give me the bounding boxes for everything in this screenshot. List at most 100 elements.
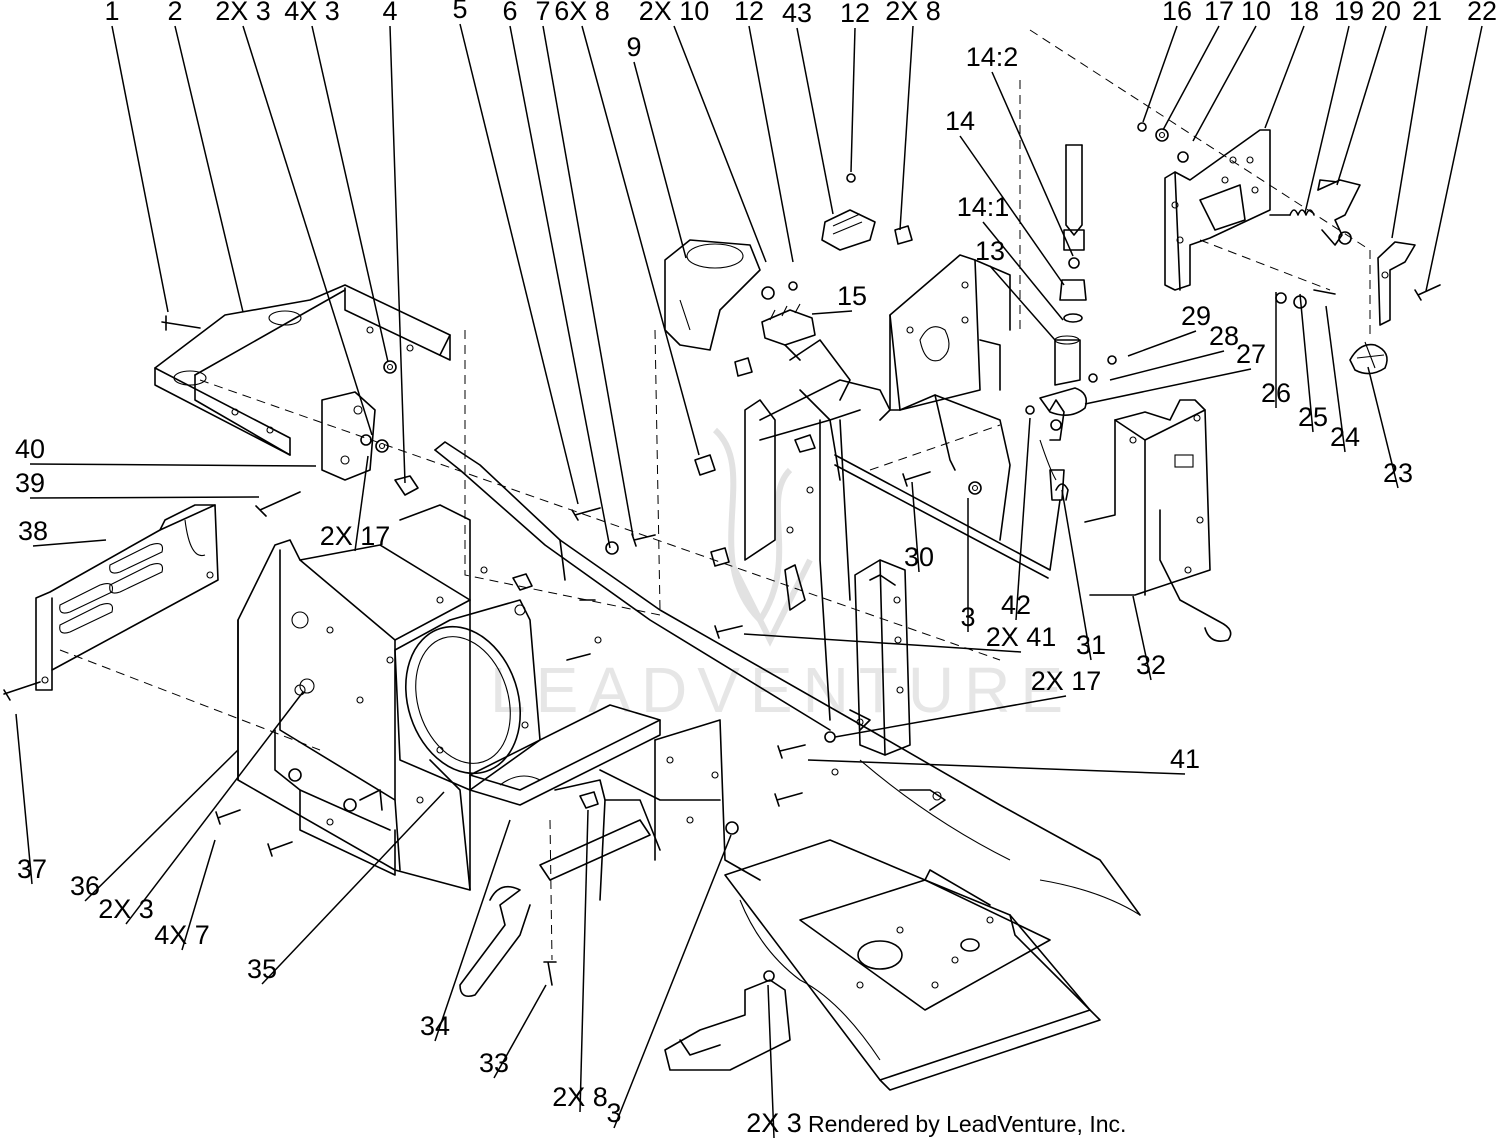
callout-c21: 16 bbox=[1162, 0, 1192, 26]
callout-c1: 1 bbox=[104, 0, 119, 26]
leader-c50 bbox=[125, 691, 304, 925]
leader-c22 bbox=[1162, 25, 1220, 131]
leader-c16 bbox=[811, 310, 853, 315]
callout-c20: 13 bbox=[975, 236, 1005, 266]
callout-c14: 12 bbox=[840, 0, 870, 28]
callout-c39: 2X 17 bbox=[320, 521, 391, 551]
lever-bracket bbox=[1377, 241, 1416, 326]
callout-c32: 26 bbox=[1261, 378, 1291, 408]
callout-c49: 36 bbox=[70, 871, 100, 901]
nuts-upper-left bbox=[360, 360, 397, 453]
callout-c7: 6 bbox=[502, 0, 517, 26]
callout-c17: 14:2 bbox=[966, 42, 1019, 72]
leader-c38 bbox=[32, 539, 107, 547]
tower-fasteners bbox=[902, 471, 982, 495]
bolts-left bbox=[3, 315, 656, 857]
small-bracket bbox=[321, 391, 376, 481]
callout-c24: 18 bbox=[1289, 0, 1319, 26]
alignment-lines bbox=[59, 29, 1371, 961]
leader-c40 bbox=[911, 481, 920, 573]
cover-plate bbox=[469, 704, 661, 806]
leader-c56 bbox=[613, 834, 732, 1129]
leader-c17 bbox=[991, 71, 1074, 257]
leader-c51 bbox=[181, 839, 216, 951]
leader-c6 bbox=[459, 23, 579, 505]
leader-c13 bbox=[796, 27, 834, 215]
leader-c35 bbox=[1367, 366, 1399, 489]
fender-cap bbox=[664, 239, 761, 351]
leader-c44 bbox=[1132, 595, 1152, 681]
callout-c50: 2X 3 bbox=[98, 894, 154, 924]
leader-c18 bbox=[959, 135, 1065, 286]
callout-c35: 23 bbox=[1383, 458, 1413, 488]
platform bbox=[724, 759, 1141, 1091]
leader-c55 bbox=[579, 809, 589, 1113]
callout-c9: 6X 8 bbox=[554, 0, 610, 26]
callout-c48: 37 bbox=[17, 854, 47, 884]
leader-c37 bbox=[29, 496, 260, 499]
callout-c54: 33 bbox=[479, 1048, 509, 1078]
lever-tower bbox=[889, 254, 1011, 541]
leader-c3 bbox=[242, 25, 373, 436]
leader-c42 bbox=[1015, 417, 1031, 621]
bolts-41 bbox=[714, 625, 864, 807]
knob bbox=[1349, 341, 1388, 375]
leader-c8 bbox=[542, 25, 634, 537]
callout-c5: 4 bbox=[382, 0, 397, 26]
leader-c21 bbox=[1142, 25, 1178, 123]
leader-c31 bbox=[1084, 368, 1252, 405]
hydraulic-column bbox=[1039, 144, 1087, 501]
callout-c11: 2X 10 bbox=[639, 0, 710, 26]
callout-c23: 10 bbox=[1241, 0, 1271, 26]
callout-c3: 2X 3 bbox=[215, 0, 271, 26]
callout-c53: 34 bbox=[420, 1011, 450, 1041]
upper-bracket bbox=[154, 284, 451, 456]
leader-c26 bbox=[1336, 25, 1387, 186]
washers-16-17 bbox=[1137, 122, 1169, 142]
callout-c42: 42 bbox=[1001, 590, 1031, 620]
callout-c18: 14 bbox=[945, 106, 975, 136]
callout-c36: 40 bbox=[15, 434, 45, 464]
right-plate bbox=[1164, 129, 1271, 291]
leader-c11 bbox=[673, 25, 767, 263]
callout-c40: 30 bbox=[904, 542, 934, 572]
leader-c47 bbox=[807, 759, 1186, 775]
center-beam bbox=[434, 441, 1141, 916]
callout-c45: 2X 41 bbox=[986, 622, 1057, 652]
callout-c34: 24 bbox=[1330, 422, 1360, 452]
leader-c53 bbox=[434, 819, 511, 1042]
lower-bracket bbox=[664, 970, 791, 1071]
leader-c34 bbox=[1325, 305, 1346, 453]
callout-c47: 41 bbox=[1170, 744, 1200, 774]
control-rod bbox=[834, 454, 1069, 579]
callout-c38: 38 bbox=[18, 516, 48, 546]
leader-c29 bbox=[1127, 330, 1197, 357]
leader-c12 bbox=[748, 25, 794, 263]
leader-c43 bbox=[1061, 489, 1092, 661]
callout-c15: 2X 8 bbox=[885, 0, 941, 26]
leader-c20 bbox=[989, 265, 1056, 341]
watermark-logo bbox=[712, 427, 813, 647]
pillar bbox=[784, 559, 946, 811]
callout-c56: 3 bbox=[606, 1098, 621, 1128]
clamp-group bbox=[1025, 355, 1117, 416]
mount-bracket bbox=[1084, 399, 1232, 642]
pedal-assembly bbox=[694, 339, 891, 721]
frame-fasteners bbox=[512, 573, 739, 986]
callout-c52: 35 bbox=[247, 954, 277, 984]
callout-c22: 17 bbox=[1204, 0, 1234, 26]
callout-c29: 29 bbox=[1181, 301, 1211, 331]
callout-c12: 12 bbox=[734, 0, 764, 26]
callout-c13: 43 bbox=[782, 0, 812, 28]
switch-43 bbox=[821, 209, 876, 251]
leader-c9 bbox=[581, 25, 700, 456]
callout-c4: 4X 3 bbox=[284, 0, 340, 26]
leader-c33 bbox=[1299, 293, 1314, 433]
leader-c52 bbox=[261, 791, 445, 985]
leader-c49 bbox=[84, 749, 239, 902]
leader-c5 bbox=[389, 25, 406, 484]
callout-c33: 25 bbox=[1298, 402, 1328, 432]
spring-lever bbox=[1269, 179, 1361, 246]
